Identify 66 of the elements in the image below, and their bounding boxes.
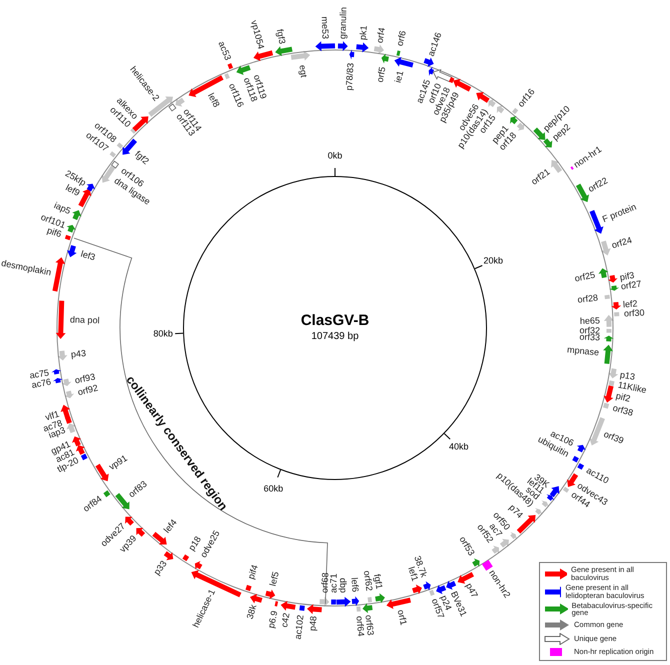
gene-label: pif4 bbox=[247, 564, 260, 581]
gene-label: ac102 bbox=[294, 614, 306, 640]
scale-label: 60kb bbox=[264, 484, 284, 494]
gene-label: p43 bbox=[70, 348, 87, 360]
gene-label: p78/83 bbox=[345, 63, 356, 92]
gene-label: lef5 bbox=[268, 570, 280, 587]
gene-label: vp1054 bbox=[249, 18, 266, 50]
gene-label: lef4 bbox=[162, 518, 179, 536]
gene-label: orf38 bbox=[612, 403, 634, 418]
gene-label: dna pol bbox=[70, 316, 100, 326]
gene-label: p6.9 bbox=[266, 610, 280, 629]
gene-label: lef3 bbox=[79, 250, 96, 262]
gene-label: orf92 bbox=[76, 383, 99, 397]
gene-label: granulin bbox=[338, 6, 348, 40]
gene-label: me53 bbox=[320, 16, 330, 40]
gene-label: orf64 bbox=[354, 616, 366, 637]
scale-label: 0kb bbox=[328, 152, 342, 160]
gene-label: orf30 bbox=[623, 308, 644, 318]
gene-label: orf39 bbox=[602, 430, 624, 446]
gene-label: p74 bbox=[507, 503, 524, 520]
gene-label: fgf3 bbox=[275, 28, 287, 45]
gene-label: orf27 bbox=[620, 280, 642, 292]
gene-label: lef8 bbox=[206, 92, 221, 110]
gene-label: p47 bbox=[464, 582, 480, 600]
gene-label: orf28 bbox=[577, 294, 599, 305]
gene-label: orf24 bbox=[610, 236, 634, 251]
gene-label: fgf1 bbox=[372, 574, 384, 590]
gene-label: ac110 bbox=[584, 466, 610, 486]
gene-label: dbp bbox=[338, 578, 348, 593]
gene-label: orf5 bbox=[376, 66, 388, 84]
gene-label: iap5 bbox=[52, 200, 72, 216]
gene-label: orf22 bbox=[586, 176, 610, 194]
scale-label: 40kb bbox=[448, 442, 468, 452]
gene-label: egt bbox=[297, 64, 308, 78]
gene-label: orf1 bbox=[396, 608, 408, 626]
gene-label: lef2 bbox=[622, 300, 638, 310]
gene-label: orf68 bbox=[320, 572, 330, 593]
gene-label: ac76 bbox=[31, 377, 52, 390]
gene-label: ac146 bbox=[427, 30, 444, 58]
gene-label: orf62 bbox=[362, 570, 374, 592]
gene-label: orf93 bbox=[74, 372, 96, 386]
scale-label: 20kb bbox=[484, 256, 504, 266]
gene-label: c42 bbox=[280, 612, 292, 628]
gene-label: orf25 bbox=[574, 270, 596, 284]
gene-label: ie1 bbox=[394, 70, 406, 84]
genome-length: 107439 bp bbox=[311, 331, 359, 344]
gene-label: p13 bbox=[619, 370, 636, 382]
gene-label: ac53 bbox=[216, 40, 232, 62]
genome-name: ClasGV-B bbox=[300, 312, 370, 332]
gene-label: pk1 bbox=[358, 26, 370, 41]
gene-label: orf6 bbox=[396, 30, 408, 48]
gene-label: orf116 bbox=[226, 82, 245, 110]
scale-label: 80kb bbox=[153, 330, 173, 338]
gene-label: 38k bbox=[245, 604, 258, 621]
gene-label: fgf2 bbox=[132, 150, 150, 167]
gene-label: p48 bbox=[308, 616, 318, 632]
gene-label: mpnase bbox=[566, 346, 600, 358]
gene-label: pif3 bbox=[618, 270, 635, 282]
gene-label: vp91 bbox=[108, 454, 130, 472]
gene-label: lef6 bbox=[349, 577, 360, 593]
gene-label: orf33 bbox=[579, 332, 600, 343]
gene-label: ac71 bbox=[329, 573, 338, 593]
gene-label: he65 bbox=[580, 316, 600, 326]
gene-label: orf4 bbox=[376, 26, 388, 44]
gene-label: lef9 bbox=[64, 183, 81, 198]
gene-label: orf63 bbox=[364, 614, 376, 636]
